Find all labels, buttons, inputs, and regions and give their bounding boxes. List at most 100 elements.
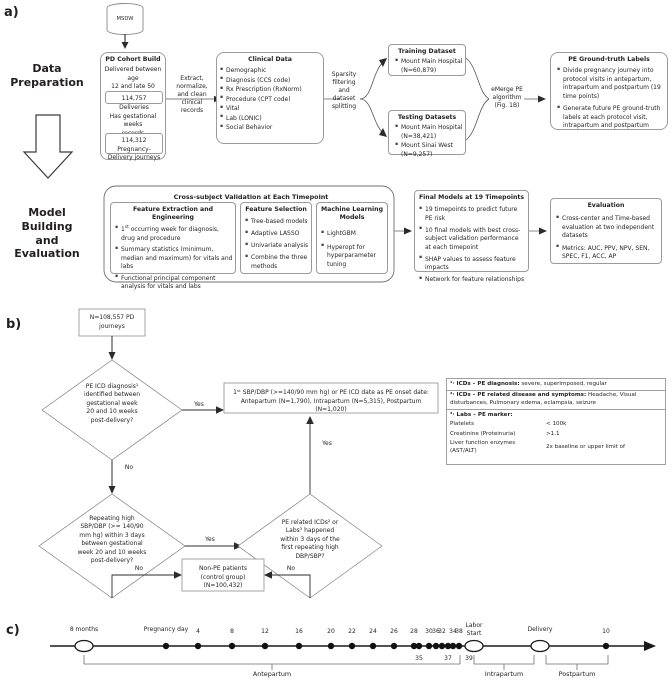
testing-n-1: (N=38,421) (401, 132, 437, 140)
timeline-tick-16: 16 (295, 628, 303, 635)
cohort-count-deliveries: 114,757 Deliveries (119, 95, 149, 111)
list-item: Metrics: AUC, PPV, NPV, SEN, SPEC, F1, A… (556, 244, 659, 262)
timeline-period-intrapartum: Intrapartum (484, 670, 524, 678)
control-group-box-label: Non-PE patients (control group) (N=100,4… (182, 565, 264, 591)
lab-name: Creatinine (Proteinuria) (450, 430, 516, 437)
list-item: Univariate analysis (245, 242, 309, 251)
timeline-period-antepartum: Antepartum (252, 670, 292, 678)
evaluation-box: Evaluation Cross-center and Time-based e… (550, 198, 662, 264)
list-item: Mount Sinai West(N=9,257) (395, 142, 463, 159)
ground-truth-labels-box: PE Ground-truth Labels Divide pregnancy … (550, 52, 668, 130)
final-models-title: Final Models at 19 Timepoints (418, 194, 525, 201)
edge-label-no-1: No (124, 464, 134, 471)
list-item: Divide pregnancy journey into protocol v… (557, 67, 665, 101)
cohort-line3: Has gestational weeks (109, 112, 157, 129)
testing-datasets-title: Testing Datasets (397, 114, 457, 121)
feature-engineering-title: Feature Extraction and Engineering (132, 206, 214, 222)
clinical-data-box: Clinical Data Demographic Diagnosis (CCS… (216, 52, 324, 144)
timeline-tick-8: 8 (230, 628, 234, 635)
decision1-line5: post-delivery? (90, 416, 134, 424)
ml-models-list: LightGBM Hyperopt for hyperparameter tun… (317, 230, 387, 269)
pe-onset-date-box-label: 1ˢᵗ SBP/DBP (>=140/90 mm hg) or PE ICD d… (228, 389, 434, 415)
legend-lab-row: Liver function enzymes(AST/ALT) 2x basel… (450, 440, 662, 455)
legend-val-2: Headache, Visual disturbances, Pulmonary… (450, 392, 637, 406)
feature-engineering-list: 1st occurring week for diagnosis, drug a… (111, 225, 235, 292)
timeline-tick-post-10: 10 (602, 628, 610, 635)
list-item: Hyperopt for hyperparameter tuning (321, 243, 385, 270)
decision-repeating-high-bp[interactable]: Repeating high SBP/DBP (>= 140/90 mm hg)… (56, 515, 168, 565)
timeline-tick-24: 24 (369, 628, 377, 635)
decision1-line1: PE ICD diagnosis¹ (85, 383, 139, 390)
training-n: (N=60,879) (401, 66, 437, 74)
decision1-line4: 20 and 10 weeks (86, 408, 138, 416)
decision2-line4: between gestational (81, 540, 143, 548)
testing-hospital-1: Mount Main Hospital (401, 124, 463, 132)
list-item: SHAP values to assess feature impacts (419, 255, 526, 273)
legend-lab-row: Creatinine (Proteinuria) >1.1 (450, 431, 662, 439)
timeline-tick-39: 39 (465, 655, 473, 662)
timeline-label-pregnancy-day: Pregnancy day (143, 626, 189, 633)
decision3-line2: Labs³ happened (285, 527, 335, 535)
decision-pe-icd-diagnosis[interactable]: PE ICD diagnosis¹ identified between ges… (62, 383, 162, 425)
decision2-line1: Repeating high (89, 515, 135, 522)
lab-name: Platelets (450, 421, 475, 428)
final-models-list: 19 timepoints to predict future PE risk … (415, 206, 528, 285)
list-item: Rx Prescription (RxNorm) (220, 86, 321, 95)
decision-pe-related-icds-labs[interactable]: PE related ICDs² or Labs³ happened withi… (256, 519, 364, 561)
timeline-label-8-months: 8 months (69, 626, 99, 633)
training-dataset-list: Mount Main Hospital(N=60,879) (389, 58, 465, 75)
edge-label-yes-3: Yes (322, 440, 332, 447)
list-item: Network for feature relationships (419, 276, 526, 285)
legend-key-3: ³· Labs – PE marker: (450, 412, 513, 419)
list-item: Mount Main Hospital(N=38,421) (395, 124, 463, 141)
legend-row-icd-diagnosis: ¹· ICDs – PE diagnosis: severe, superimp… (447, 379, 665, 391)
pd-cohort-build-box: PD Cohort Build Delivered between age 12… (100, 52, 166, 161)
list-item: Vital (220, 105, 321, 114)
evaluation-title: Evaluation (587, 202, 625, 209)
training-hospital: Mount Main Hospital (401, 58, 463, 66)
list-item: 10 final models with best cross-subject … (419, 226, 526, 253)
cohort-count-journeys-line1: 114,312 Pregnancy- (117, 137, 151, 153)
legend-key-1: ¹· ICDs – PE diagnosis: (450, 380, 520, 387)
testing-datasets-box: Testing Datasets Mount Main Hospital(N=3… (388, 110, 466, 158)
list-item: Combine the three methods (245, 254, 309, 271)
list-item: 1st occurring week for diagnosis, drug a… (115, 225, 233, 243)
cohort-line2: 12 and late 50 (111, 83, 155, 91)
final-models-box: Final Models at 19 Timepoints 19 timepoi… (414, 190, 529, 283)
list-item: Generate future PE ground-truth labels a… (557, 105, 665, 131)
decision3-line5: DBP/SBP? (295, 552, 325, 560)
cohort-line1: Delivered between age (104, 66, 162, 82)
evaluation-list: Cross-center and Time-based evaluation a… (551, 215, 661, 262)
panel-c-letter: c) (6, 623, 20, 638)
testing-n-2: (N=9,257) (401, 150, 433, 158)
lab-value: < 100k (546, 421, 567, 428)
decision1-line3: gestational week (86, 399, 138, 407)
list-item: Mount Main Hospital(N=60,879) (395, 58, 463, 75)
control-line2: (control group) (200, 573, 246, 581)
database-label: MSDW (116, 16, 134, 22)
list-item: Functional principal component analysis … (115, 274, 233, 292)
decision2-line2: SBP/DBP (>= 140/90 (80, 523, 144, 531)
feature-engineering-box: Feature Extraction and Engineering 1st o… (110, 202, 236, 290)
legend-table: ¹· ICDs – PE diagnosis: severe, superimp… (446, 378, 666, 465)
timeline-tick-22: 22 (348, 628, 356, 635)
panel-b-letter: b) (6, 317, 22, 332)
ground-truth-list: Divide pregnancy journey into protocol v… (551, 67, 667, 131)
legend-lab-row: Platelets < 100k (450, 421, 662, 429)
list-item: 19 timepoints to predict future PE risk (419, 206, 526, 223)
list-item: Diagnosis (CCS code) (220, 76, 321, 86)
timeline-tick-26: 26 (390, 628, 398, 635)
list-item: Tree-based models (245, 218, 309, 227)
list-item: Demographic (220, 67, 321, 76)
timeline-tick-32: 32 (438, 628, 446, 635)
panel-a-letter: a) (4, 5, 19, 20)
timeline-tick-38: 38 (455, 628, 463, 635)
decision1-line2: identified between (83, 391, 141, 399)
list-item: Social Behavior (220, 124, 321, 133)
ml-models-title: Machine Learning Models (320, 206, 383, 222)
